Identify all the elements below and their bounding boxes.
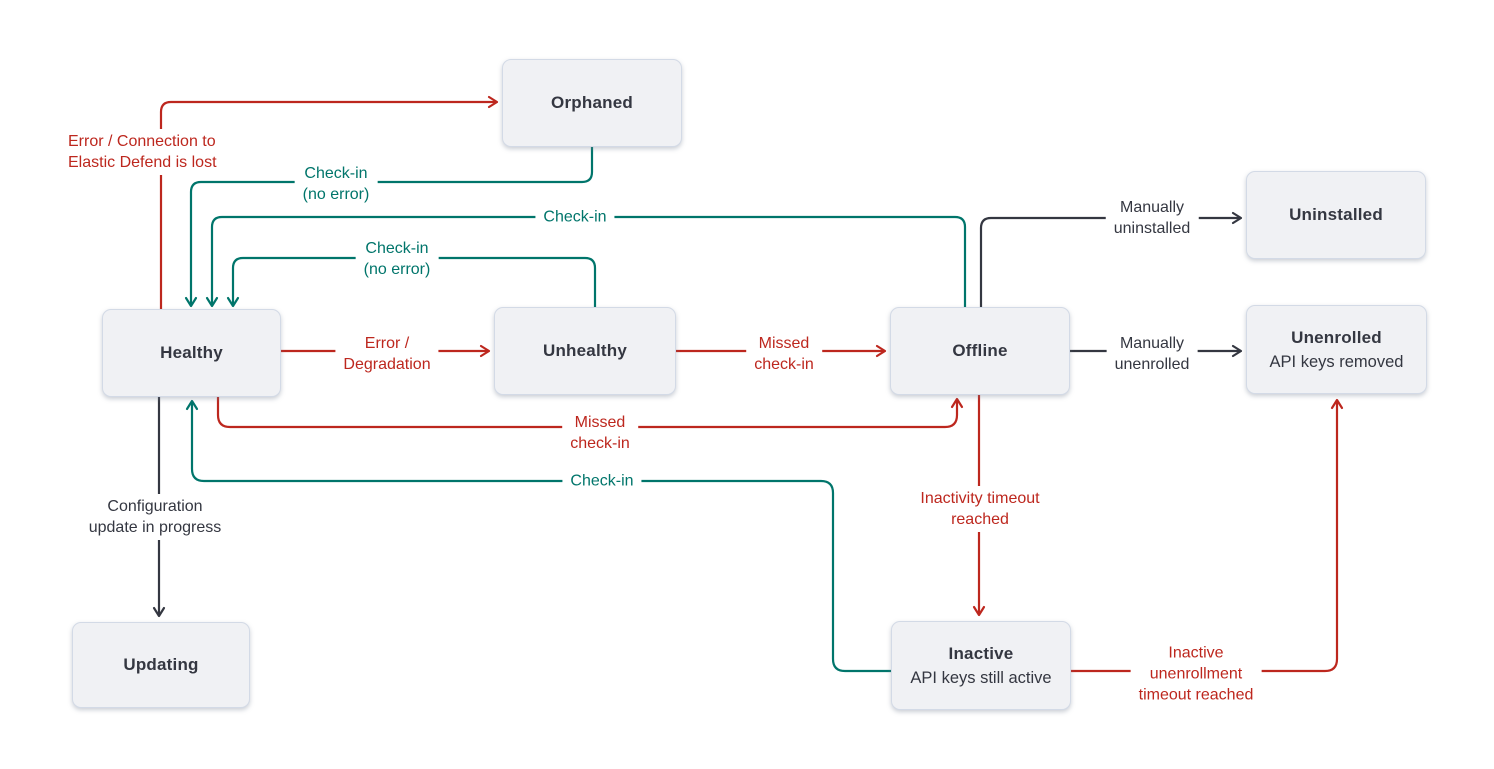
state-node-subtitle: API keys still active [910,668,1052,687]
edge-label-orphaned-to-healthy: Check-in (no error) [294,161,378,207]
state-node-subtitle: API keys removed [1269,352,1404,371]
edge-orphaned-to-healthy [184,147,594,308]
edge-label-line: unenrollment [1149,665,1243,683]
edge-label-line: Check-in [304,165,368,182]
state-node-title: Unenrolled [1291,327,1382,347]
edge-inactive-to-healthy [185,399,891,673]
edge-label-line: check-in [754,356,814,373]
edge-label-line: reached [951,511,1009,528]
edge-label-inactive-to-unenrolled: Inactive unenrollment timeout reached [1130,640,1262,708]
edge-label-line: Missed [574,414,626,431]
edge-label-line: Manually [1119,335,1185,352]
edge-label-line: Manually [1119,199,1185,216]
edge-label-line: Check-in [543,208,607,226]
edge-label-healthy-to-unhealthy: Error / Degradation [335,331,439,377]
state-node-title: Uninstalled [1289,205,1383,224]
edge-label-offline-to-inactive: Inactivity timeout reached [912,486,1048,532]
edge-label-line: Missed [758,335,810,352]
edge-label-line: (no error) [302,186,370,203]
edge-label-offline-to-healthy: Check-in [535,204,615,230]
edge-label-healthy-to-updating: Configuration update in progress [80,494,230,540]
edge-label-line: unenrolled [1114,356,1190,373]
state-node-unhealthy: Unhealthy [494,307,676,395]
state-node-healthy: Healthy [102,309,281,397]
state-node-title: Inactive [948,643,1014,663]
state-node-title: Offline [952,341,1008,360]
state-node-uninstalled: Uninstalled [1246,171,1426,259]
edge-label-line: uninstalled [1113,220,1191,237]
edge-label-healthy-to-offline: Missed check-in [562,410,638,456]
edge-label-unhealthy-to-healthy: Check-in (no error) [355,236,439,282]
edge-inactive-to-unenrolled [1071,398,1344,673]
edge-label-inactive-to-healthy: Check-in [562,468,642,494]
edge-label-unhealthy-to-offline: Missed check-in [746,331,822,377]
edge-label-line: Error / Connection to [68,133,216,150]
edge-label-offline-to-unenrolled: Manually unenrolled [1106,331,1198,377]
edge-label-line: Check-in [365,240,429,257]
state-node-title: Orphaned [551,93,633,112]
state-node-title: Healthy [160,343,223,362]
edge-label-offline-to-uninstalled: Manually uninstalled [1105,195,1199,241]
state-node-offline: Offline [890,307,1070,395]
state-node-title: Unhealthy [543,341,627,360]
state-node-updating: Updating [72,622,250,708]
state-node-orphaned: Orphaned [502,59,682,147]
edge-label-healthy-to-orphaned: Error / Connection to Elastic Defend is l… [68,129,221,175]
edge-label-line: Degradation [343,356,431,373]
edge-label-line: (no error) [363,261,431,278]
edge-label-line: update in progress [88,519,222,536]
state-node-title: Updating [123,655,199,674]
edge-label-line: Elastic Defend is lost [68,154,217,171]
edge-label-line: check-in [570,435,630,452]
edge-label-line: timeout reached [1138,686,1254,704]
edge-label-line: Configuration [107,498,203,515]
edge-label-line: Check-in [570,472,634,490]
edge-offline-to-healthy [205,215,967,308]
edge-healthy-to-orphaned [159,95,499,309]
edge-label-line: Error / [364,335,410,352]
edge-label-line: Inactivity timeout [920,490,1040,507]
edge-label-line: Inactive [1168,644,1224,662]
edge-offline-to-uninstalled [979,211,1243,307]
